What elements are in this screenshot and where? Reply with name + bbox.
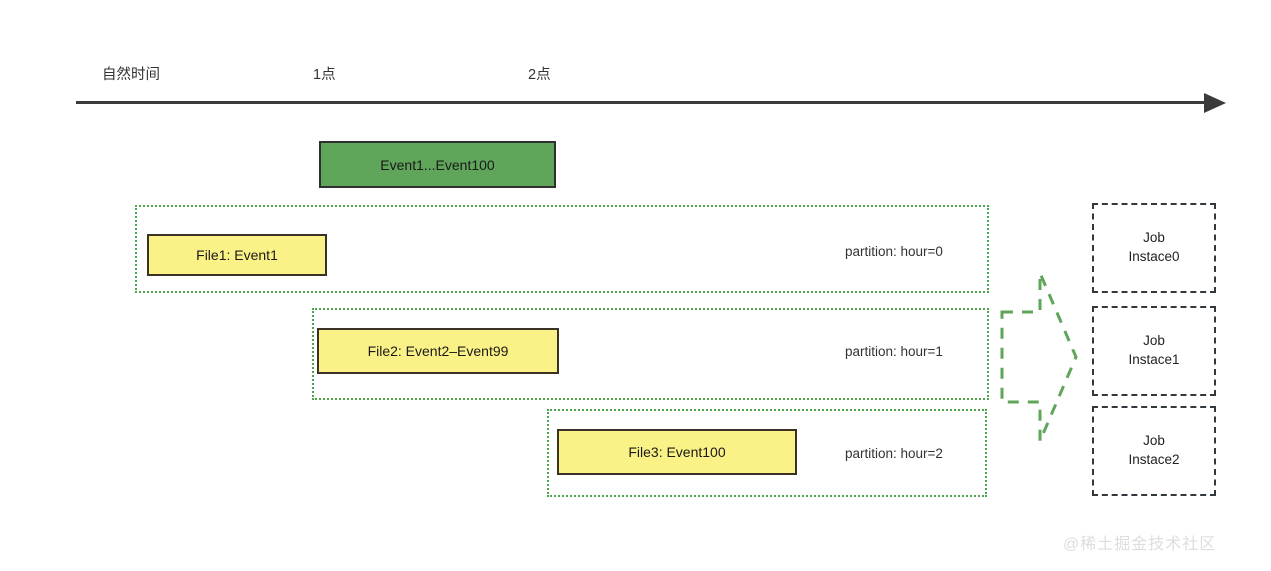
job-instance-label-line2: Instace1 <box>1128 352 1180 367</box>
job-instance-label-line1: Job <box>1143 230 1165 246</box>
block-arrow-right-icon <box>1000 272 1078 442</box>
partition-container-hour-1 <box>312 308 989 400</box>
job-instance-box-2: Job Instace2 <box>1092 406 1216 496</box>
partition-label-hour-1: partition: hour=1 <box>845 344 943 359</box>
partition-label-hour-2: partition: hour=2 <box>845 446 943 461</box>
job-instance-label-line2: Instace0 <box>1128 249 1180 264</box>
watermark: @稀土掘金技术社区 <box>1063 536 1217 553</box>
timeline-label-natural-time: 自然时间 <box>102 67 160 83</box>
file-box-file3: File3: Event100 <box>557 429 797 475</box>
job-instance-label-line1: Job <box>1143 433 1165 449</box>
job-instance-label-line1: Job <box>1143 333 1165 349</box>
timeline-arrow-icon <box>1204 93 1226 113</box>
event-range-box: Event1...Event100 <box>319 141 556 188</box>
job-instance-box-1: Job Instace1 <box>1092 306 1216 396</box>
partition-label-hour-0: partition: hour=0 <box>845 244 943 259</box>
partition-container-hour-2 <box>547 409 987 497</box>
timeline-label-hour-2: 2点 <box>528 67 551 83</box>
job-instance-label-line2: Instace2 <box>1128 452 1180 467</box>
partition-container-hour-0 <box>135 205 989 293</box>
file-box-file2: File2: Event2–Event99 <box>317 328 559 374</box>
timeline-axis-line <box>76 101 1216 104</box>
file-box-file1: File1: Event1 <box>147 234 327 276</box>
timeline-label-hour-1: 1点 <box>313 67 336 83</box>
job-instance-box-0: Job Instace0 <box>1092 203 1216 293</box>
